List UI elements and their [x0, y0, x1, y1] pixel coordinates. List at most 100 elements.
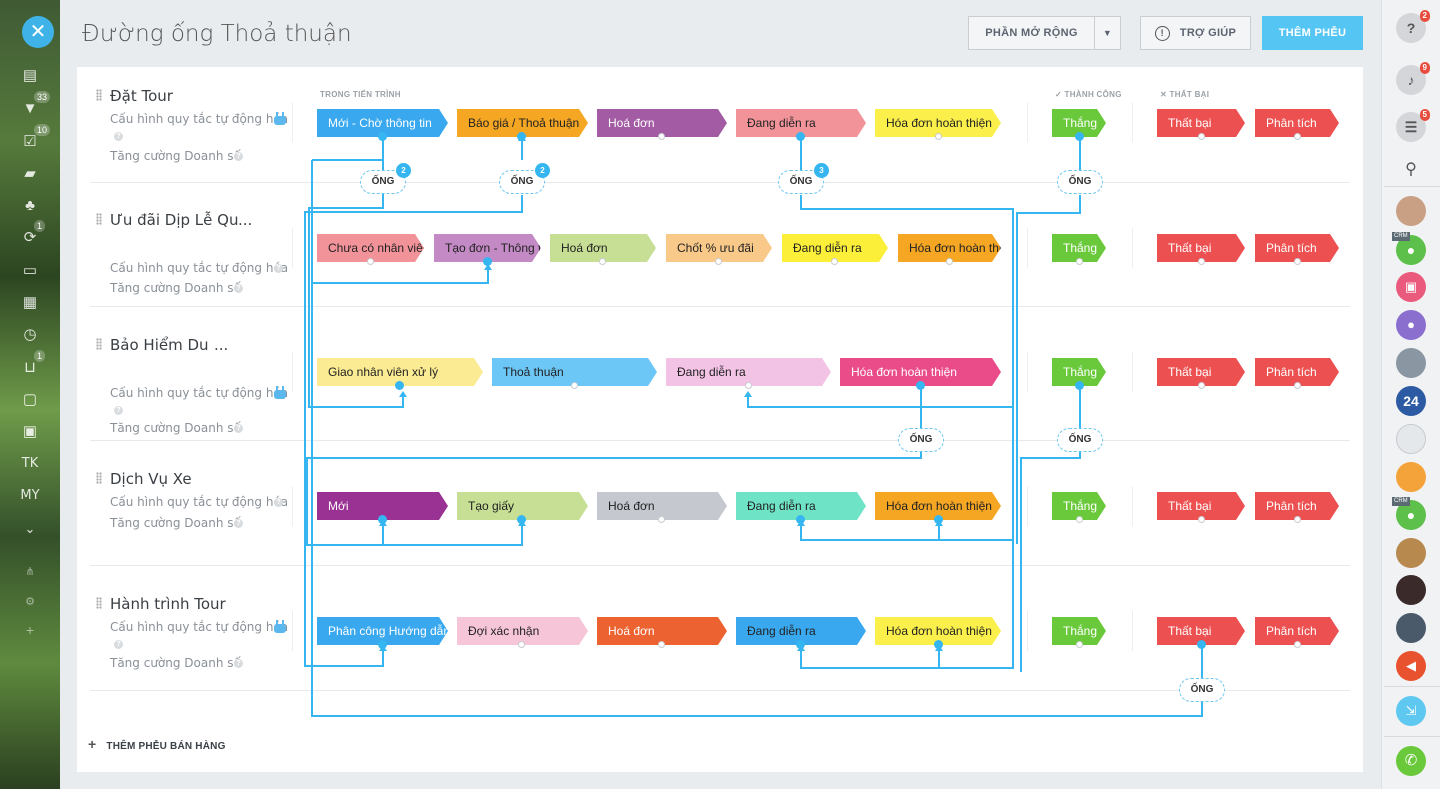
- stage-item[interactable]: Hóa đơn hoàn thiện: [898, 234, 1001, 262]
- automation-link[interactable]: Cấu hình quy tắc tự động hóa: [110, 261, 289, 275]
- stage-item[interactable]: Hoá đơn: [597, 109, 727, 137]
- pipe-connector[interactable]: ỐNG: [898, 428, 944, 452]
- connector-dot[interactable]: [745, 382, 752, 389]
- stage-item[interactable]: Đang diễn ra: [666, 358, 831, 386]
- lost-stage[interactable]: Thất bại: [1157, 109, 1245, 137]
- connector-dot[interactable]: [658, 641, 665, 648]
- stage-item[interactable]: Phân công Hướng dẫn viên: [317, 617, 448, 645]
- pipeline-name[interactable]: Ưu đãi Dịp Lễ Quốc Khánh...: [110, 211, 253, 229]
- connector-dot[interactable]: [796, 132, 805, 141]
- pipeline-name[interactable]: Đặt Tour: [110, 87, 173, 105]
- lost-stage[interactable]: Phân tích: [1255, 109, 1339, 137]
- help-icon[interactable]: ?2: [1396, 10, 1430, 43]
- funnel-icon[interactable]: ▼33: [0, 91, 60, 121]
- stage-item[interactable]: Hóa đơn hoàn thiện: [840, 358, 1001, 386]
- connector-dot[interactable]: [1294, 641, 1301, 648]
- boost-sales-link[interactable]: Tăng cường Doanh số: [110, 516, 241, 530]
- stage-item[interactable]: Chốt % ưu đãi: [666, 234, 772, 262]
- sync-icon[interactable]: ⟳1: [0, 220, 60, 250]
- help-icon[interactable]: ?: [234, 519, 243, 528]
- pipeline-name[interactable]: Bảo Hiểm Du lịch...: [110, 336, 229, 354]
- chevron-down-icon[interactable]: ⌄: [24, 521, 36, 536]
- help-button[interactable]: !TRỢ GIÚP: [1140, 16, 1251, 50]
- connector-dot[interactable]: [1076, 516, 1083, 523]
- calendar-icon[interactable]: ▦: [22, 294, 38, 311]
- crm-user-icon[interactable]: ●CRM: [1392, 232, 1426, 265]
- connector-dot[interactable]: [1198, 382, 1205, 389]
- settings-icon[interactable]: ⚙: [25, 596, 35, 608]
- megaphone-avatar[interactable]: [1396, 462, 1426, 492]
- stage-item[interactable]: Tạo giấy: [457, 492, 588, 520]
- avatar[interactable]: [1396, 538, 1426, 568]
- crm-user-icon[interactable]: ●CRM: [1392, 497, 1426, 530]
- stage-item[interactable]: Đợi xác nhận: [457, 617, 588, 645]
- help-icon[interactable]: ?: [114, 640, 123, 649]
- automation-link[interactable]: Cấu hình quy tắc tự động hóa: [110, 112, 289, 126]
- help-icon[interactable]: ?: [234, 284, 243, 293]
- boost-sales-link[interactable]: Tăng cường Doanh số: [110, 149, 241, 163]
- avatar[interactable]: [1396, 575, 1426, 605]
- chevron-down-icon[interactable]: ▼: [1094, 16, 1121, 50]
- stage-item[interactable]: Chưa có nhân viên: [317, 234, 424, 262]
- users-icon[interactable]: ♣: [25, 197, 35, 214]
- pipeline-name[interactable]: Hành trình Tour: [110, 595, 226, 613]
- connector-dot[interactable]: [796, 640, 805, 649]
- drag-handle[interactable]: [96, 89, 102, 101]
- close-icon[interactable]: ✕: [22, 16, 54, 48]
- connector-dot[interactable]: [571, 382, 578, 389]
- lost-stage[interactable]: Phân tích: [1255, 358, 1339, 386]
- connector-dot[interactable]: [1294, 258, 1301, 265]
- pipe-connector[interactable]: ỐNG: [1179, 678, 1225, 702]
- nav-tk[interactable]: TK: [21, 456, 39, 471]
- boost-sales-link[interactable]: Tăng cường Doanh số: [110, 421, 241, 435]
- stage-item[interactable]: Mới - Chờ thông tin: [317, 109, 448, 137]
- connector-dot[interactable]: [946, 258, 953, 265]
- connector-dot[interactable]: [1197, 640, 1206, 649]
- connector-dot[interactable]: [715, 258, 722, 265]
- chat-icon[interactable]: ▰: [24, 165, 36, 182]
- help-icon[interactable]: ?: [114, 406, 123, 415]
- connector-dot[interactable]: [1294, 382, 1301, 389]
- help-icon[interactable]: ?: [114, 132, 123, 141]
- connector-dot[interactable]: [395, 381, 404, 390]
- won-stage[interactable]: Thắng: [1052, 358, 1106, 386]
- document-icon[interactable]: ▤: [22, 67, 38, 84]
- help-icon[interactable]: ?: [274, 264, 283, 273]
- avatar[interactable]: [1396, 613, 1426, 643]
- lost-stage[interactable]: Phân tích: [1255, 617, 1339, 645]
- automation-link[interactable]: Cấu hình quy tắc tự động hóa: [110, 620, 289, 634]
- connector-dot[interactable]: [1198, 516, 1205, 523]
- connector-dot[interactable]: [1294, 516, 1301, 523]
- connector-dot[interactable]: [935, 133, 942, 140]
- pipe-connector[interactable]: ỐNG: [1057, 428, 1103, 452]
- lost-stage[interactable]: Thất bại: [1157, 358, 1245, 386]
- boost-sales-link[interactable]: Tăng cường Doanh số: [110, 656, 241, 670]
- checkbox-icon[interactable]: ☑10: [0, 124, 60, 154]
- lost-stage[interactable]: Phân tích: [1255, 234, 1339, 262]
- phone-icon[interactable]: ✆: [1396, 746, 1426, 776]
- won-stage[interactable]: Thắng: [1052, 492, 1106, 520]
- window-icon[interactable]: ▢: [22, 391, 38, 408]
- tray-icon[interactable]: ⊔1: [0, 350, 60, 380]
- connector-dot[interactable]: [916, 381, 925, 390]
- connector-dot[interactable]: [831, 258, 838, 265]
- drag-handle[interactable]: [96, 338, 102, 350]
- pipe-connector[interactable]: ỐNG: [1057, 170, 1103, 194]
- lock-icon[interactable]: ▣: [1396, 272, 1426, 302]
- add-funnel-button[interactable]: THÊM PHỄU: [1262, 16, 1363, 50]
- connector-dot[interactable]: [378, 132, 387, 141]
- connector-dot[interactable]: [367, 258, 374, 265]
- nav-my[interactable]: MY: [20, 488, 40, 503]
- add-sales-funnel-button[interactable]: +THÊM PHỄU BÁN HÀNG: [88, 736, 226, 752]
- automation-link[interactable]: Cấu hình quy tắc tự động hóa: [110, 386, 289, 400]
- connector-dot[interactable]: [378, 515, 387, 524]
- avatar[interactable]: [1396, 196, 1426, 226]
- connector-dot[interactable]: [1075, 132, 1084, 141]
- won-stage[interactable]: Thắng: [1052, 617, 1106, 645]
- extensions-button[interactable]: PHẦN MỞ RỘNG: [968, 16, 1095, 50]
- connector-dot[interactable]: [934, 640, 943, 649]
- avatar[interactable]: [1396, 348, 1426, 378]
- contact-card-icon[interactable]: ▣: [22, 423, 38, 440]
- won-stage[interactable]: Thắng: [1052, 234, 1106, 262]
- connector-dot[interactable]: [517, 515, 526, 524]
